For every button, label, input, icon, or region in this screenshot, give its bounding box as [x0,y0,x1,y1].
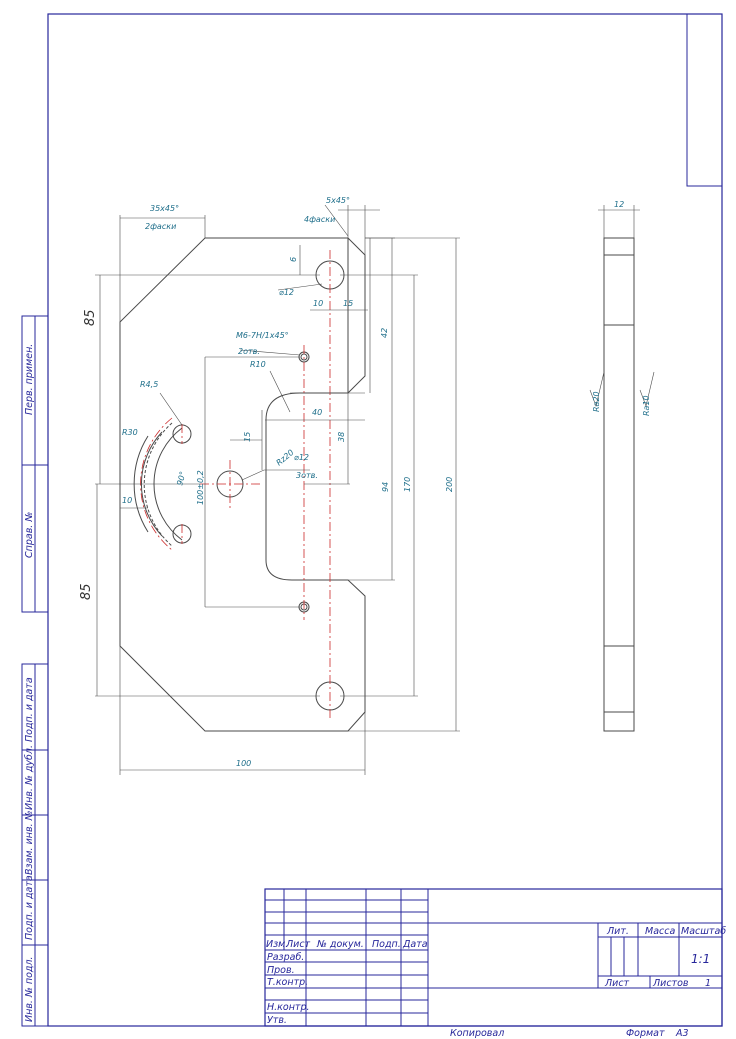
side-inv-dubl: Инв. № дубл. [24,745,35,810]
ra-left: Ra20 [592,391,601,412]
footer-copied: Копировал [450,1028,504,1039]
tb-sheet: Лист [604,978,630,989]
dim-dia12-note-a: ⌀12 [294,453,309,462]
tb-prov: Пров. [267,965,295,976]
ra-right: Ra10 [642,395,651,416]
side-podp-data-2: Подп. и дата [24,875,35,940]
part-front-view [119,237,366,732]
center-axes [140,250,331,720]
tb-massa: Масса [645,926,675,937]
dim-85-top: 85 [83,309,98,326]
tb-list: Лист [285,939,311,950]
dim-100-02: 100±0,2 [196,470,205,505]
dim-200: 200 [445,477,454,492]
side-vzam-inv: Взам. инв. № [24,810,35,875]
side-perv-primen: Перв. примен. [24,344,35,415]
part-side-view [589,205,655,732]
footer: Копировал Формат А3 [450,1028,689,1039]
dim-38: 38 [337,432,346,442]
side-sprav-no: Справ. № [24,512,35,558]
tb-izm: Изм. [266,939,288,950]
tb-podp: Подп. [372,939,401,950]
dim-15-mid: 15 [243,432,252,442]
dim-12-hole: ⌀12 [279,288,294,297]
dim-thread: M6-7H/1x45° [236,331,289,340]
tb-data: Дата [402,939,428,950]
dim-40: 40 [312,408,322,417]
tb-razrab: Разраб. [267,952,304,963]
dim-15-top: 15 [343,299,353,308]
dimension-lines [95,204,460,775]
dim-10-left: 10 [122,496,132,505]
side-stamp: Перв. примен. Справ. № Подп. и дата Инв.… [21,315,49,1027]
tb-n-kontr: Н.контр. [267,1002,310,1013]
dim-170: 170 [403,477,412,492]
dim-thread-note: 2отв. [238,347,260,356]
dim-angle-90: 90° [175,470,187,486]
tb-sheets-value: 1 [705,978,711,989]
dim-r45: R4,5 [140,380,158,389]
footer-format: Формат [626,1028,665,1039]
dim-chamfer-left-note: 2фаски [145,222,176,231]
tb-sheets: Листов [652,978,689,989]
dim-12-side: 12 [614,200,624,209]
dim-chamfer-right: 5x45° [326,196,350,205]
tb-utv: Утв. [267,1015,287,1026]
side-podp-data-1: Подп. и дата [24,677,35,742]
dim-10-top: 10 [313,299,323,308]
dim-85-bottom: 85 [79,583,94,600]
dim-42: 42 [380,328,389,338]
drawing-frame [47,13,723,1027]
dim-r10: R10 [250,360,266,369]
dim-100: 100 [236,759,251,768]
tb-lit: Лит. [606,926,629,937]
dim-chamfer-right-note: 4фаски [304,215,335,224]
side-inv-podl: Инв. № подл. [24,956,35,1022]
tb-scale-value: 1:1 [691,952,710,966]
dim-chamfer-left: 35x45° [150,204,179,213]
dim-rz: Rz20 [275,448,296,468]
dim-r30: R30 [122,428,138,437]
dim-94: 94 [381,482,390,492]
title-block: Изм. Лист № докум. Подп. Дата Разраб. Пр… [264,888,726,1027]
tb-n-dokum: № докум. [316,939,364,950]
dim-dia12-note-b: 3отв. [296,471,318,480]
tb-masshtab: Масштаб [681,926,726,937]
dim-6: 6 [289,257,298,262]
tb-t-kontr: Т.контр. [267,977,308,988]
footer-format-value: А3 [675,1028,689,1039]
